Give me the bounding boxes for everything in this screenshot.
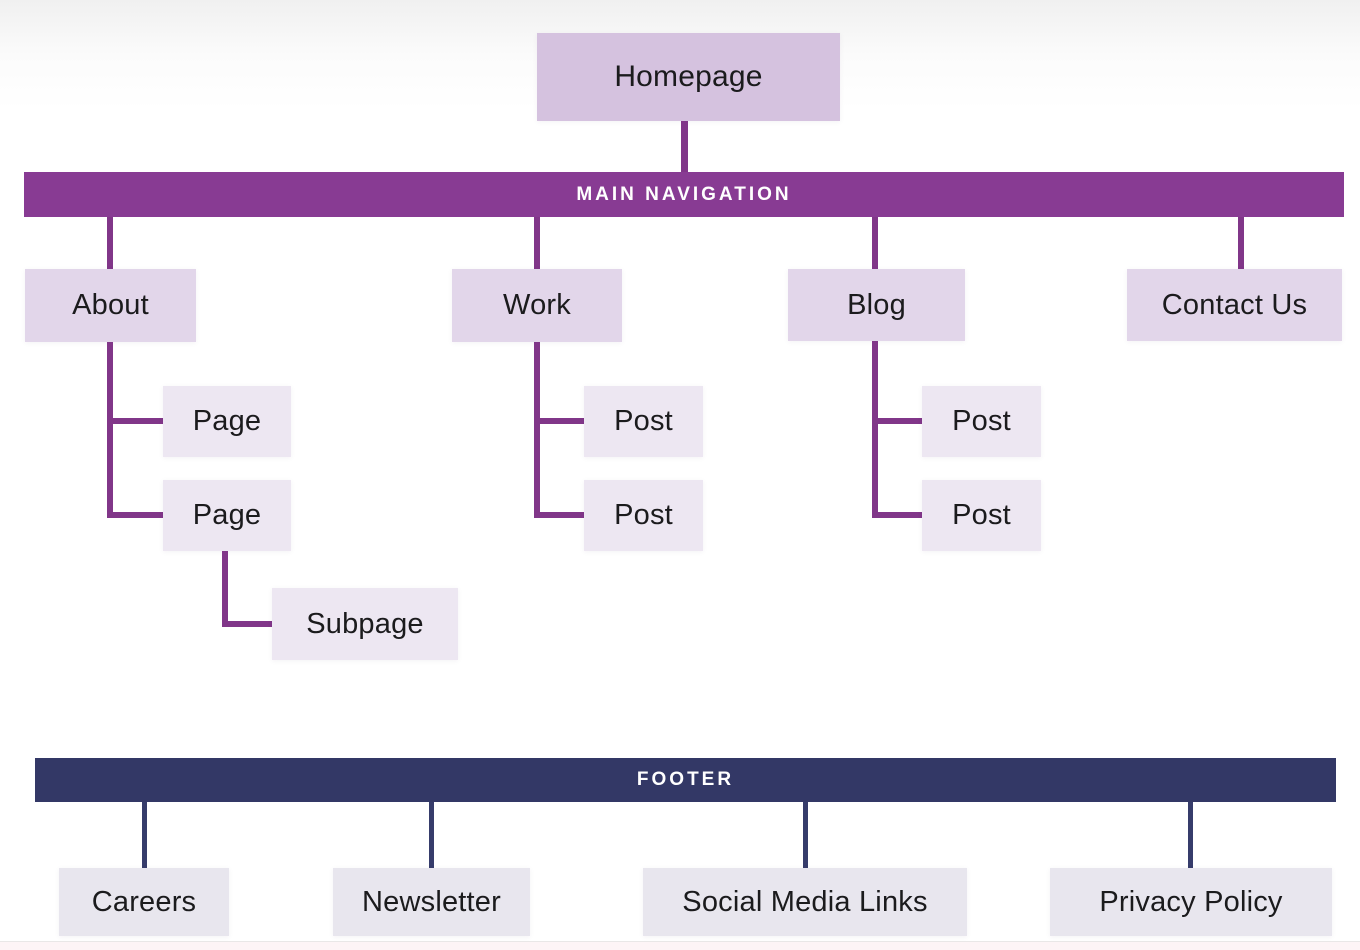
node-work-post-1: Post	[584, 386, 703, 457]
node-homepage-label: Homepage	[614, 60, 763, 93]
main-navigation-bar-label: MAIN NAVIGATION	[576, 183, 792, 205]
node-about-page-2-label: Page	[192, 499, 262, 531]
node-blog-post-2-label: Post	[952, 499, 1011, 531]
connector-about-to-page2	[107, 512, 163, 518]
node-work-label: Work	[503, 289, 571, 321]
node-blog-post-1: Post	[922, 386, 1041, 457]
footer-bar: FOOTER	[35, 758, 1336, 802]
node-about-page-2: Page	[163, 480, 291, 551]
connector-nav-to-about	[107, 217, 113, 269]
connector-about-to-page1	[107, 418, 163, 424]
node-blog: Blog	[788, 269, 965, 341]
node-privacy-policy-label: Privacy Policy	[1099, 885, 1283, 918]
connector-page2-trunk	[222, 551, 228, 627]
node-about: About	[25, 269, 196, 342]
connector-work-to-post2	[534, 512, 584, 518]
connector-blog-to-post2	[872, 512, 922, 518]
connector-blog-to-post1	[872, 418, 922, 424]
connector-homepage-to-nav	[681, 121, 688, 172]
node-about-page-1: Page	[163, 386, 291, 457]
node-contact-us: Contact Us	[1127, 269, 1342, 341]
footer-bar-label: FOOTER	[636, 769, 735, 790]
node-social-media-links-label: Social Media Links	[682, 885, 928, 918]
node-work-post-2: Post	[584, 480, 703, 551]
node-blog-post-1-label: Post	[952, 405, 1011, 437]
connector-page2-to-subpage	[222, 621, 272, 627]
node-social-media-links: Social Media Links	[643, 868, 967, 936]
node-subpage-label: Subpage	[306, 607, 424, 640]
connector-footer-to-privacy	[1188, 802, 1193, 868]
node-blog-label: Blog	[847, 288, 906, 321]
bottom-frame-strip	[0, 941, 1360, 950]
connector-nav-to-blog	[872, 217, 878, 269]
node-work: Work	[452, 269, 622, 342]
node-work-post-2-label: Post	[614, 499, 673, 531]
node-blog-post-2: Post	[922, 480, 1041, 551]
connector-footer-to-social	[803, 802, 808, 868]
connector-work-trunk	[534, 342, 540, 518]
connector-work-to-post1	[534, 418, 584, 424]
connector-nav-to-work	[534, 217, 540, 269]
node-careers-label: Careers	[91, 885, 197, 918]
connector-blog-trunk	[872, 341, 878, 518]
node-homepage: Homepage	[537, 33, 840, 121]
node-subpage: Subpage	[272, 588, 458, 660]
node-about-page-1-label: Page	[192, 405, 262, 437]
node-careers: Careers	[59, 868, 229, 936]
node-newsletter: Newsletter	[333, 868, 530, 936]
node-contact-us-label: Contact Us	[1161, 288, 1308, 321]
connector-about-trunk	[107, 342, 113, 518]
node-newsletter-label: Newsletter	[362, 885, 501, 918]
node-work-post-1-label: Post	[614, 405, 673, 437]
node-privacy-policy: Privacy Policy	[1050, 868, 1332, 936]
connector-nav-to-contact	[1238, 217, 1244, 269]
main-navigation-bar: MAIN NAVIGATION	[24, 172, 1344, 217]
connector-footer-to-careers	[142, 802, 147, 868]
node-about-label: About	[72, 289, 149, 321]
connector-footer-to-newsletter	[429, 802, 434, 868]
